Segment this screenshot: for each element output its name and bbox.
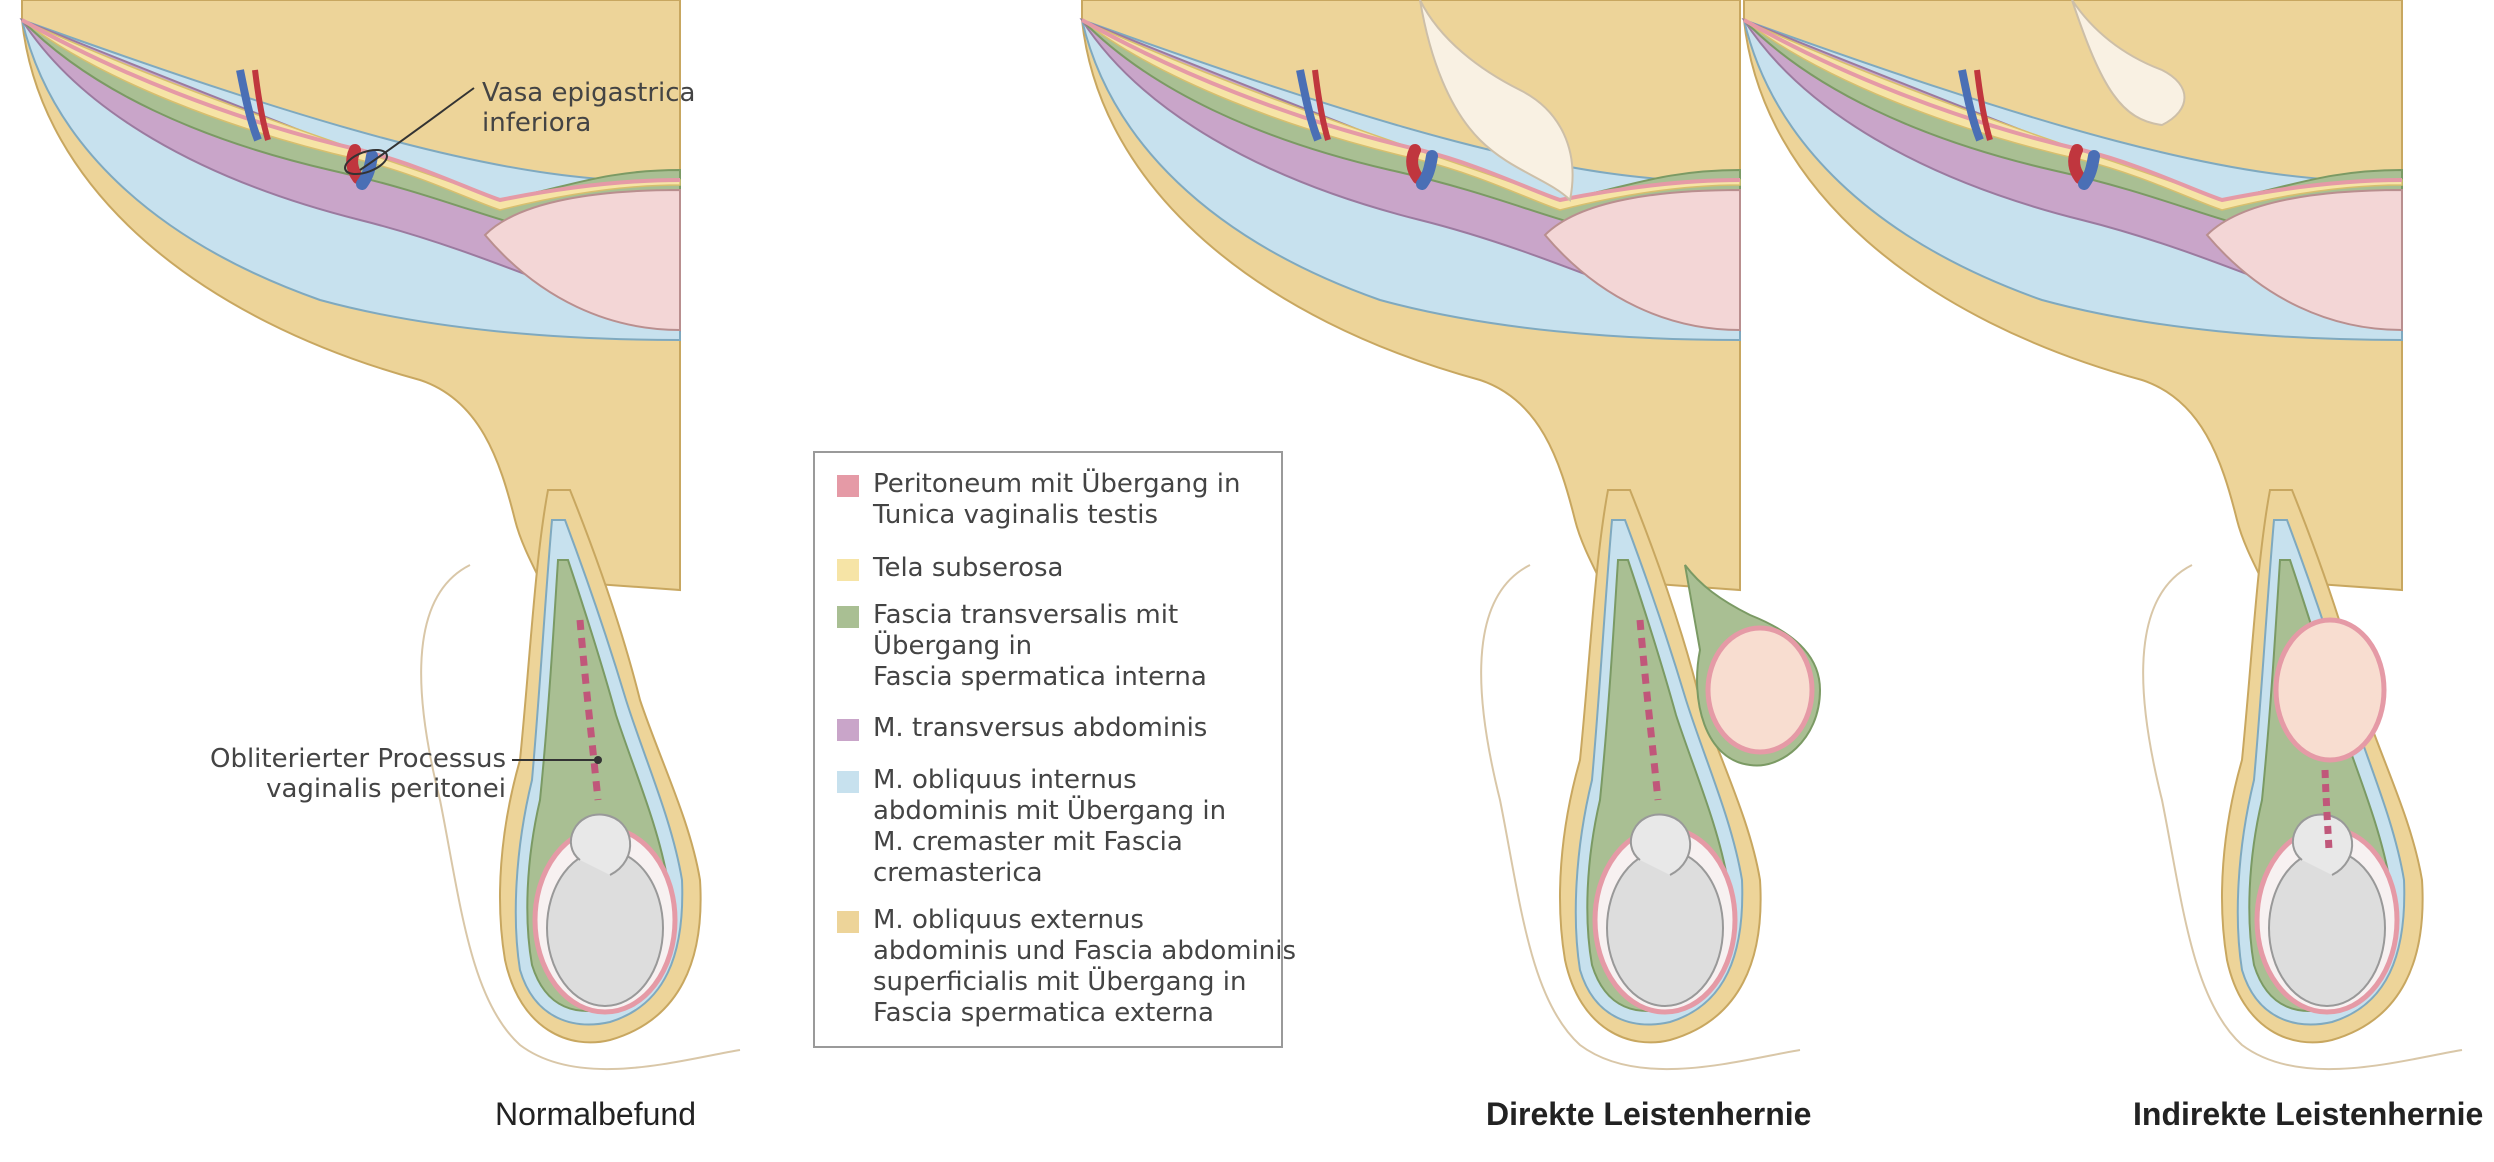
skin-contour	[1480, 564, 1801, 1070]
epigastric-vein	[2078, 150, 2100, 190]
legend-line: M. obliquus externus	[873, 905, 1144, 935]
cord-vessel-blue	[1958, 69, 1984, 142]
skin-contour	[420, 564, 741, 1070]
epididymis	[1629, 813, 1692, 876]
epigastric-artery	[2068, 144, 2086, 184]
rectus-region	[483, 188, 681, 332]
processus-vaginalis-label: Obliterierter Processus vaginalis perito…	[200, 744, 506, 804]
legend-text: Tela subserosa	[873, 553, 1063, 584]
legend-item-subserosa: Tela subserosa	[837, 553, 1063, 584]
cord-vessel-blue	[1296, 69, 1322, 142]
swatch-subserosa	[837, 559, 859, 581]
testis	[546, 849, 664, 1007]
legend-line: M. obliquus internus	[873, 765, 1137, 795]
legend-line: abdominis mit Übergang in	[873, 796, 1227, 826]
legend-line: superficialis mit Übergang in	[873, 967, 1247, 997]
vasa-leader-ring	[344, 148, 388, 176]
rectus-region	[1543, 188, 1741, 332]
swatch-externus	[837, 911, 859, 933]
cord-vessel-red	[252, 69, 271, 141]
legend-text: Peritoneum mit Übergang in Tunica vagina…	[873, 469, 1240, 531]
bowel-loop	[1419, 0, 1574, 203]
swatch-internus	[837, 771, 859, 793]
panel-direct	[1079, 0, 1822, 1070]
peritoneum-line	[1743, 18, 2403, 203]
processus-vaginalis	[1636, 619, 1662, 801]
panel-normal	[19, 0, 741, 1070]
vasa-label-line2: inferiora	[482, 108, 592, 138]
vasa-leader-line	[359, 87, 475, 171]
processus-vaginalis	[2321, 769, 2333, 851]
legend-text: M. obliquus externus abdominis und Fasci…	[873, 905, 1296, 1029]
legend-box: Peritoneum mit Übergang in Tunica vagina…	[813, 451, 1296, 1048]
legend-line: Fascia transversalis mit	[873, 600, 1179, 630]
peritoneum-line	[1081, 18, 1741, 203]
legend-item-externus: M. obliquus externus abdominis und Fasci…	[837, 905, 1296, 1029]
swatch-transversalis	[837, 606, 859, 628]
swatch-transversus	[837, 719, 859, 741]
indirect-hernia-sac	[2273, 617, 2387, 763]
legend-text: M. transversus abdominis	[873, 713, 1207, 744]
epigastric-artery	[346, 144, 364, 184]
legend-line: Peritoneum mit Übergang in	[873, 469, 1241, 499]
swatch-peritoneum	[837, 475, 859, 497]
peritoneum-line	[21, 18, 681, 203]
rectus-region	[2205, 188, 2403, 332]
legend-text: Fascia transversalis mit Übergang in Fas…	[873, 600, 1207, 693]
processus-leader-dot	[594, 756, 602, 764]
processus-vaginalis	[576, 619, 602, 801]
skin-contour	[2142, 564, 2463, 1070]
testis	[1606, 849, 1724, 1007]
bowel-loop	[2071, 0, 2186, 127]
legend-text: M. obliquus internus abdominis mit Überg…	[873, 765, 1226, 889]
caption-direct-hernia: Direkte Leistenhernie	[1486, 1096, 1812, 1132]
testis	[2268, 849, 2386, 1007]
legend-item-transversalis: Fascia transversalis mit Übergang in Fas…	[837, 600, 1207, 693]
vasa-label-line1: Vasa epigastrica	[482, 78, 696, 108]
legend-line: Tela subserosa	[873, 553, 1064, 583]
legend-line: Fascia spermatica interna	[873, 662, 1207, 692]
vasa-epigastrica-label: Vasa epigastrica inferiora	[482, 78, 695, 138]
legend-line: abdominis und Fascia abdominis	[873, 936, 1297, 966]
legend-item-internus: M. obliquus internus abdominis mit Überg…	[837, 765, 1226, 889]
cord-vessel-red	[1312, 69, 1331, 141]
processus-label-line2: vaginalis peritonei	[266, 774, 506, 804]
legend-line: M. transversus abdominis	[873, 713, 1208, 743]
panel-indirect	[1741, 0, 2463, 1070]
legend-line: cremasterica	[873, 858, 1043, 888]
legend-item-peritoneum: Peritoneum mit Übergang in Tunica vagina…	[837, 469, 1240, 531]
caption-normal: Normalbefund	[495, 1096, 696, 1132]
legend-line: Tunica vaginalis testis	[873, 500, 1159, 530]
cord-vessel-blue	[236, 69, 262, 142]
epididymis	[569, 813, 632, 876]
legend-line: M. cremaster mit Fascia	[873, 827, 1183, 857]
cord-vessel-red	[1974, 69, 1993, 141]
legend-line: Übergang in	[873, 631, 1033, 661]
legend-line: Fascia spermatica externa	[873, 998, 1214, 1028]
legend-item-transversus: M. transversus abdominis	[837, 713, 1207, 744]
direct-hernia-sac	[1705, 625, 1815, 755]
caption-indirect-hernia: Indirekte Leistenhernie	[2133, 1096, 2484, 1132]
epigastric-vein	[1416, 150, 1438, 190]
processus-label-line1: Obliterierter Processus	[209, 744, 506, 774]
epigastric-artery	[1406, 144, 1424, 184]
